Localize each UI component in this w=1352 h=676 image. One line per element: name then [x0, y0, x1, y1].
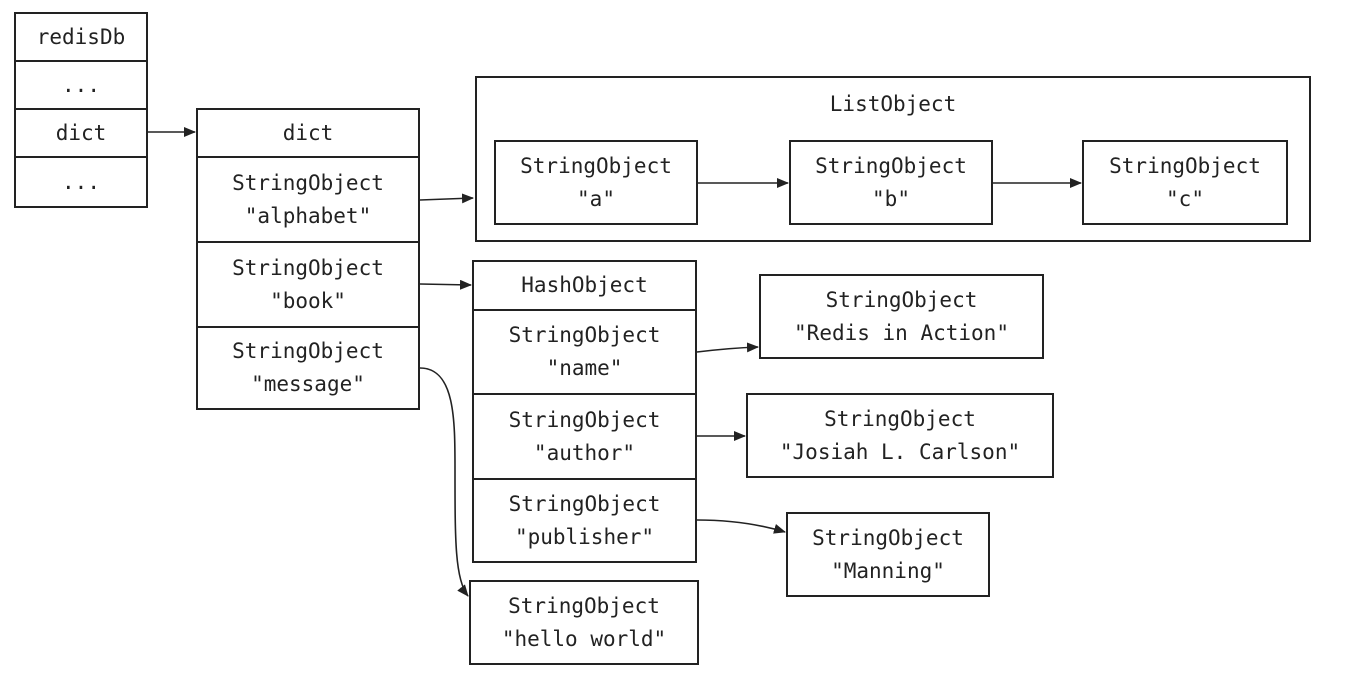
dict-entry-book: StringObject "book" [196, 241, 420, 326]
list-item-b: StringObject "b" [789, 140, 993, 225]
hash-field-publisher: StringObject "publisher" [472, 478, 697, 563]
entry-type: StringObject [232, 170, 384, 195]
item-value: "a" [577, 186, 615, 211]
hash-value-redis-in-action: StringObject "Redis in Action" [759, 274, 1044, 359]
dict-title: dict [282, 120, 334, 145]
value-type: StringObject [508, 593, 660, 618]
dict-entry-message: StringObject "message" [196, 326, 420, 410]
hash-field-author: StringObject "author" [472, 393, 697, 478]
item-type: StringObject [520, 153, 672, 178]
item-type: StringObject [815, 153, 967, 178]
field-type: StringObject [508, 323, 661, 347]
list-object-title: ListObject [829, 92, 957, 116]
redisdb-row-dict: dict [14, 108, 148, 156]
arrow-publisher-to-value [696, 519, 786, 534]
value-text: "Josiah L. Carlson" [779, 439, 1021, 464]
list-item-c: StringObject "c" [1082, 140, 1288, 225]
arrow-message-to-hello-world [419, 367, 469, 597]
field-type: StringObject [508, 407, 661, 432]
list-item-a: StringObject "a" [494, 140, 698, 225]
arrow-alphabet-to-listobject [419, 193, 474, 204]
redisdb-header: redisDb [14, 12, 148, 60]
redisdb-row-label: ... [62, 169, 100, 194]
hash-object-title: HashObject [521, 273, 648, 297]
field-key: "name" [546, 356, 623, 380]
value-text: "Redis in Action" [794, 320, 1009, 345]
field-key: "author" [533, 440, 636, 465]
redisdb-row-ellipsis-1: ... [14, 60, 148, 108]
value-type: StringObject [812, 525, 964, 550]
arrow-book-to-hashobject [419, 279, 472, 290]
arrow-name-to-value [696, 342, 759, 353]
entry-type: StringObject [232, 339, 384, 363]
redisdb-title: redisDb [36, 24, 126, 49]
dict-entry-alphabet: StringObject "alphabet" [196, 156, 420, 241]
hash-object-header: HashObject [472, 260, 697, 309]
hash-field-name: StringObject "name" [472, 309, 697, 393]
value-text: "Manning" [831, 558, 945, 583]
hash-value-josiah-l-carlson: StringObject "Josiah L. Carlson" [746, 393, 1054, 478]
item-value: "b" [872, 186, 910, 211]
value-type: StringObject [825, 287, 978, 312]
item-value: "c" [1166, 186, 1204, 211]
value-type: StringObject [824, 406, 976, 431]
field-type: StringObject [508, 491, 661, 516]
redisdb-row-label: dict [55, 120, 107, 145]
value-text: "hello world" [501, 626, 667, 651]
hash-value-manning: StringObject "Manning" [786, 512, 990, 597]
field-key: "publisher" [514, 524, 655, 549]
message-value-hello-world: StringObject "hello world" [469, 580, 699, 665]
entry-key: "alphabet" [244, 203, 372, 228]
redisdb-row-ellipsis-2: ... [14, 156, 148, 208]
entry-key: "book" [270, 288, 346, 313]
item-type: StringObject [1109, 153, 1261, 178]
redisdb-row-label: ... [62, 72, 100, 97]
entry-type: StringObject [232, 255, 384, 280]
entry-key: "message" [251, 372, 365, 396]
dict-header: dict [196, 108, 420, 156]
